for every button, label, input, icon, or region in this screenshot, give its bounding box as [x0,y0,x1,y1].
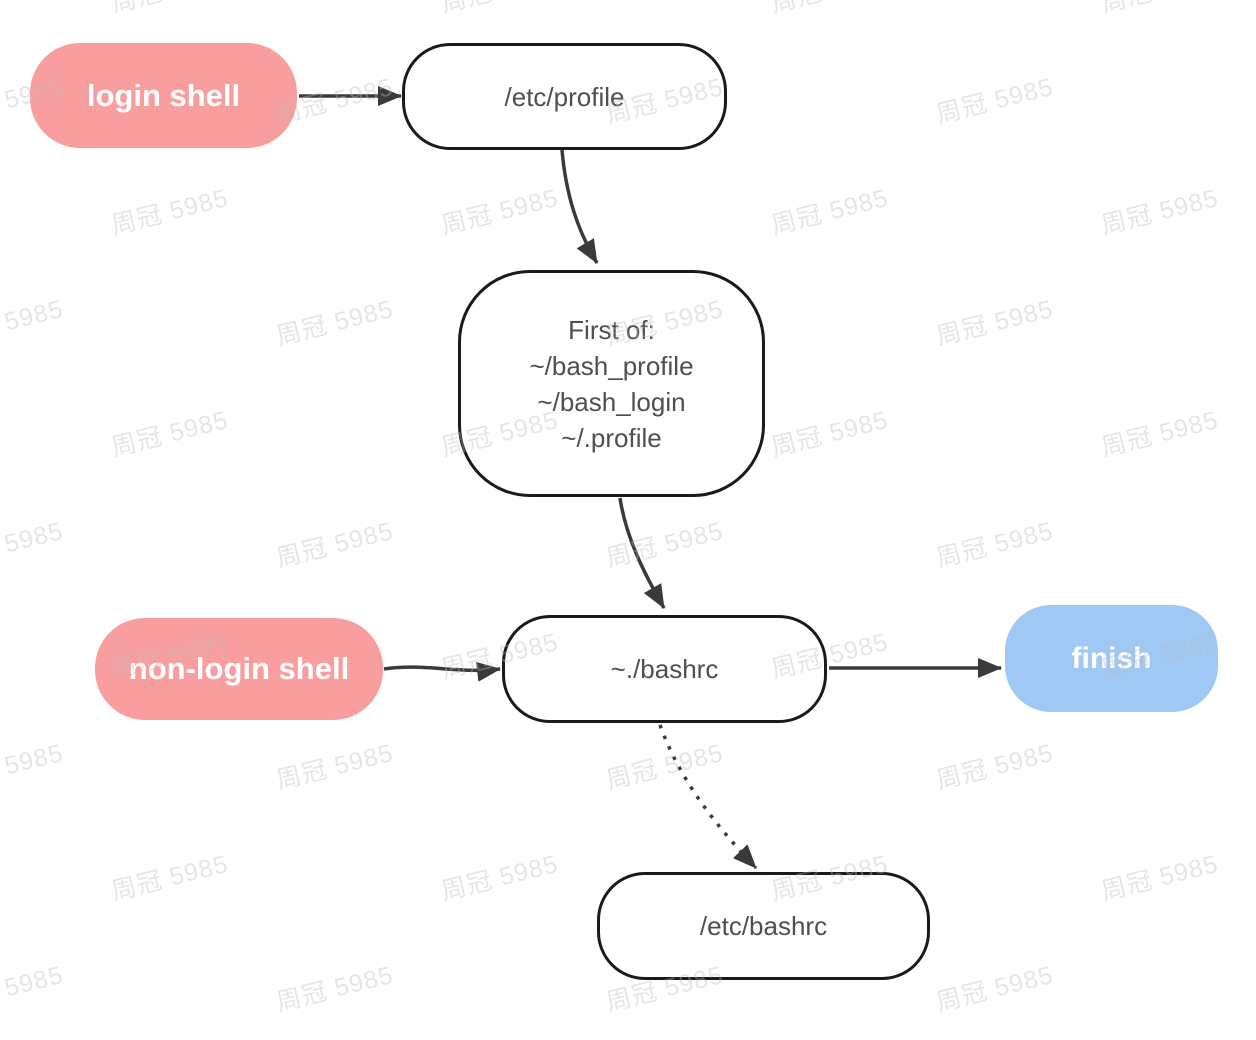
node-bashrc: ~./bashrc [502,615,827,723]
node-etc-profile-label: /etc/profile [504,81,625,112]
edge-etc-profile-to-first-of [560,149,599,264]
node-etc-bashrc-label: /etc/bashrc [699,911,828,941]
node-non-login-shell: non-login shell [95,618,383,720]
node-etc-profile: /etc/profile [402,43,727,150]
edge-bashrc-to-etc-bashrc-dashed [658,724,758,870]
node-login-shell: login shell [30,43,297,148]
node-finish-label: finish [1071,641,1152,675]
node-first-of-profiles: First of: ~/bash_profile ~/bash_login ~/… [458,270,765,497]
node-non-login-shell-label: non-login shell [128,651,350,686]
node-bashrc-label: ~./bashrc [610,654,719,684]
edge-first-of-to-bashrc [618,497,666,609]
node-first-of-profiles-label: First of: ~/bash_profile ~/bash_login ~/… [529,314,694,453]
node-etc-bashrc: /etc/bashrc [597,872,930,980]
edge-non-login-shell-to-bashrc [383,661,501,682]
node-finish: finish [1005,605,1218,712]
node-login-shell-label: login shell [86,77,241,113]
